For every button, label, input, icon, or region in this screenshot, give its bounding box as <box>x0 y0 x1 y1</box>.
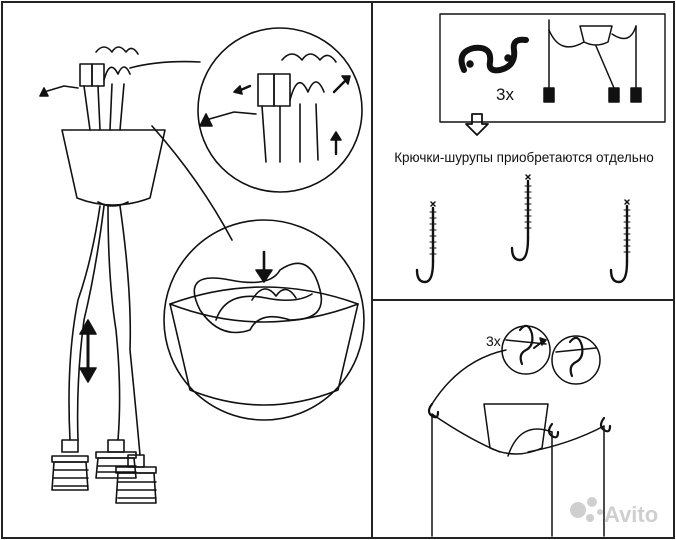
mini-cable-b <box>611 25 637 40</box>
cable-left <box>68 205 101 441</box>
mini-socket <box>543 87 555 103</box>
clip-zoom-loops <box>289 81 325 101</box>
callout-1-circle <box>197 27 363 193</box>
clip-zoom <box>257 73 275 107</box>
cable-middle <box>107 205 121 441</box>
mini-canopy <box>579 25 613 46</box>
screw-hook-middle <box>510 174 532 262</box>
clip-in-bowl <box>251 288 297 301</box>
rotate-arrow-icon <box>539 337 547 346</box>
zoom-lead <box>205 111 257 121</box>
callout-2-detail <box>169 250 359 406</box>
cable-right <box>119 205 141 456</box>
callout-1-detail <box>199 53 351 163</box>
coiled-cable-2 <box>215 293 313 321</box>
canopy <box>61 129 166 206</box>
callout-hook-b <box>551 335 601 385</box>
zoom-cables <box>261 103 319 163</box>
hooks-count-label-top: 3x <box>496 85 514 104</box>
mini-drop-mid <box>595 45 615 89</box>
ceiling-hook-mid <box>547 422 560 439</box>
hook-detail-b-line <box>555 347 597 353</box>
mini-socket <box>630 87 642 103</box>
hooks-count-label-bottom: 3x <box>486 333 501 349</box>
canopy-top-clips <box>39 46 139 131</box>
callout-2-leader <box>151 125 233 241</box>
canopy-bowl <box>169 303 359 406</box>
lead-tip <box>39 87 49 97</box>
clip <box>91 63 105 87</box>
down-arrow-icon <box>255 269 273 283</box>
canopy-bottom <box>97 201 129 207</box>
mini-cable-a <box>548 29 585 48</box>
bottom-right-panel <box>427 324 612 537</box>
cables-into-canopy <box>83 83 125 131</box>
zoom-lead-tip <box>199 113 213 127</box>
socket-right <box>115 454 157 504</box>
mini-socket <box>608 87 620 103</box>
outline-down-arrow-icon <box>465 113 489 136</box>
callout-2-circle <box>163 219 365 421</box>
coiled-cable <box>193 262 323 334</box>
callout-1-leader <box>129 60 201 69</box>
left-lead <box>43 85 79 93</box>
clip-zoom-rings <box>281 53 337 63</box>
up-arrow-icon <box>330 131 342 141</box>
canopy-rim-front <box>169 303 359 323</box>
up-right-arrow-icon <box>341 75 351 85</box>
s-hook-icon <box>458 36 529 74</box>
cable-left-b <box>76 205 105 441</box>
cable-to-mid-hook <box>507 428 553 457</box>
canopy-rim-back <box>169 286 359 305</box>
hook-detail-a <box>518 324 534 366</box>
caption-hooks-sold-separately: Крючки-шурупы приобретаются отдельно <box>394 150 654 165</box>
cable-to-left-hook <box>431 413 501 453</box>
clip-rings <box>95 46 139 55</box>
clip <box>79 63 93 87</box>
s-hook-hole <box>466 60 474 68</box>
ceiling-hook-left <box>427 402 440 419</box>
hook-detail-b <box>568 336 584 378</box>
left-arrow-icon <box>233 85 243 95</box>
avito-dots-icon <box>570 497 603 522</box>
parts-box <box>439 13 666 123</box>
socket-middle <box>95 439 137 479</box>
cable-to-right-hook <box>527 425 605 453</box>
left-panel <box>39 27 365 504</box>
callout-leader <box>431 349 507 405</box>
clip-loops <box>103 66 131 81</box>
double-arrow-icon <box>79 319 97 383</box>
s-hook-hole <box>504 54 512 62</box>
top-right-panel <box>415 13 666 284</box>
screw-hook-right <box>609 199 631 284</box>
clip-zoom <box>273 73 291 107</box>
socket-left <box>51 439 89 491</box>
watermark-text: Avito <box>604 502 658 527</box>
ceiling-hook-right <box>599 416 612 433</box>
screw-hook-left <box>415 201 437 284</box>
